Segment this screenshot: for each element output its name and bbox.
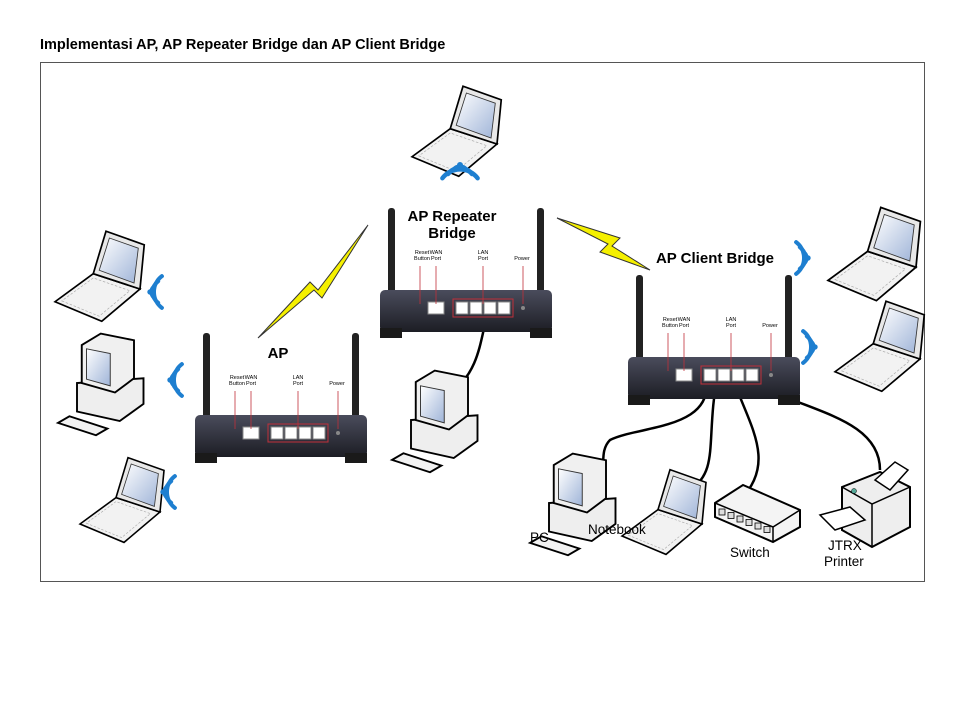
antenna-left — [388, 208, 395, 298]
antenna-left — [636, 275, 643, 365]
lan-port — [483, 301, 497, 315]
port-label: Reset — [415, 250, 430, 256]
port-label: Reset — [230, 375, 245, 381]
lan-port — [469, 301, 483, 315]
wifi-icon — [167, 362, 184, 398]
antenna-right — [352, 333, 359, 423]
lan-port — [312, 426, 326, 440]
lan-port — [703, 368, 717, 382]
port-label: Port — [478, 256, 489, 262]
wifi-icon — [440, 162, 480, 181]
switch-label: Switch — [730, 545, 770, 560]
lan-port — [284, 426, 298, 440]
router-label-ap-repeater-bridge: AP Repeater — [408, 208, 497, 225]
laptop-right-2 — [833, 300, 926, 393]
port-label: Power — [762, 323, 778, 329]
port-label: Reset — [663, 317, 678, 323]
lan-port — [298, 426, 312, 440]
notebook-label: Notebook — [588, 522, 646, 537]
switch — [714, 483, 801, 544]
wifi-icon — [794, 240, 811, 276]
lan-port — [455, 301, 469, 315]
port-label: WAN — [245, 375, 258, 381]
port-label: Port — [293, 381, 304, 387]
router-label-ap: AP — [268, 345, 289, 362]
laptop-left-1 — [53, 230, 146, 323]
wifi-icon — [147, 274, 164, 310]
antenna-left — [203, 333, 210, 423]
port-label: Button — [414, 256, 430, 262]
port-label: Port — [726, 323, 737, 329]
port-label: Port — [431, 256, 442, 262]
lan-port — [731, 368, 745, 382]
port-label: Port — [246, 381, 257, 387]
port-label: Port — [679, 323, 690, 329]
antenna-right — [537, 208, 544, 298]
printer — [818, 461, 911, 549]
port-label: Button — [662, 323, 678, 329]
lightning-ap-to-repeater — [257, 224, 369, 339]
cables — [451, 311, 882, 501]
port-label: Power — [329, 381, 345, 387]
lan-port — [717, 368, 731, 382]
printer-label: Printer — [824, 554, 864, 569]
port-label: WAN — [430, 250, 443, 256]
port-label: LAN — [726, 317, 737, 323]
port-label: LAN — [478, 250, 489, 256]
antenna-right — [785, 275, 792, 365]
lan-port — [497, 301, 511, 315]
diagram-title: Implementasi AP, AP Repeater Bridge dan … — [40, 37, 446, 53]
laptop-top — [410, 85, 503, 178]
port-label: LAN — [293, 375, 304, 381]
lan-port — [745, 368, 759, 382]
pc-client — [527, 452, 617, 557]
lightning-repeater-to-client — [556, 217, 651, 271]
notebook — [620, 468, 707, 556]
pc-repeater — [389, 369, 479, 474]
pc-left — [55, 332, 145, 437]
port-label: WAN — [678, 317, 691, 323]
pc-label: PC — [530, 530, 549, 545]
port-label: Button — [229, 381, 245, 387]
router-label-ap-repeater-bridge: Bridge — [428, 225, 476, 242]
printer-label: JTRX — [828, 538, 862, 553]
diagram-frame — [40, 62, 925, 582]
laptop-right-1 — [826, 206, 922, 302]
lan-port — [270, 426, 284, 440]
wifi-icon — [160, 474, 177, 510]
router-label-ap-client-bridge: AP Client Bridge — [656, 250, 774, 267]
port-label: Power — [514, 256, 530, 262]
wifi-icon — [801, 329, 818, 365]
laptop-left-2 — [78, 456, 165, 544]
